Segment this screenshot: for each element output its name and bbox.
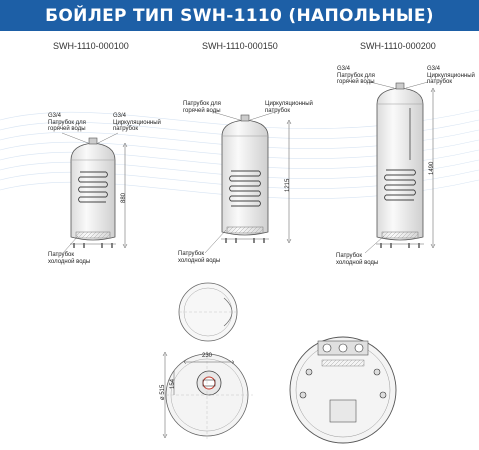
label-200-circ-text: G3/4 Циркуляционный патрубок bbox=[427, 66, 475, 85]
dim-diameter: ø 515 bbox=[160, 384, 166, 400]
dim-100-height: 880 bbox=[121, 192, 127, 203]
label-100-cold-text: Патрубок холодной воды bbox=[48, 252, 91, 265]
label-100-circ-text: G3/4 Циркуляционный патрубок bbox=[113, 113, 161, 132]
label-150-cold-water: Патрубок холодной воды bbox=[178, 251, 220, 264]
boiler-200-drawing bbox=[364, 81, 436, 254]
dim-width: 230 bbox=[202, 353, 213, 359]
top-view-outline bbox=[178, 282, 238, 342]
bottom-view-small bbox=[161, 351, 253, 440]
label-200-circulation: G3/4 Циркуляционный патрубок bbox=[427, 66, 475, 86]
model-caption-100: SWH-1110-000100 bbox=[53, 41, 129, 51]
bottom-view-large bbox=[289, 336, 397, 444]
dim-200-height: 1490 bbox=[429, 161, 435, 175]
label-200-hot-water: G3/4 Патрубок для горячей воды bbox=[337, 66, 375, 86]
label-150-hot-water: Патрубок для горячей воды bbox=[183, 101, 221, 114]
dim-150-height: 1215 bbox=[285, 178, 291, 192]
title-banner: БОЙЛЕР ТИП SWH-1110 (НАПОЛЬНЫЕ) bbox=[0, 0, 479, 31]
label-100-hot-water: G3/4 Патрубок для горячей воды bbox=[48, 113, 86, 133]
boiler-150-drawing bbox=[204, 111, 292, 254]
label-200-cold-text: Патрубок холодной воды bbox=[336, 253, 379, 266]
label-150-cold-text: Патрубок холодной воды bbox=[178, 251, 221, 264]
label-200-cold-water: Патрубок холодной воды bbox=[336, 253, 378, 266]
label-150-hot-text: Патрубок для горячей воды bbox=[183, 101, 221, 114]
boiler-100-drawing bbox=[61, 132, 128, 254]
model-caption-200: SWH-1110-000200 bbox=[360, 41, 436, 51]
label-200-hot-text: G3/4 Патрубок для горячей воды bbox=[337, 66, 375, 85]
page-title: БОЙЛЕР ТИП SWH-1110 (НАПОЛЬНЫЕ) bbox=[45, 5, 434, 26]
label-150-circulation: Циркуляционный патрубок bbox=[265, 101, 313, 114]
label-100-circulation: G3/4 Циркуляционный патрубок bbox=[113, 113, 161, 133]
label-150-circ-text: Циркуляционный патрубок bbox=[265, 101, 313, 114]
label-100-cold-water: Патрубок холодной воды bbox=[48, 252, 90, 265]
label-100-hot-text: G3/4 Патрубок для горячей воды bbox=[48, 113, 86, 132]
model-caption-150: SWH-1110-000150 bbox=[202, 41, 278, 51]
dim-offset: 154 bbox=[170, 378, 176, 389]
